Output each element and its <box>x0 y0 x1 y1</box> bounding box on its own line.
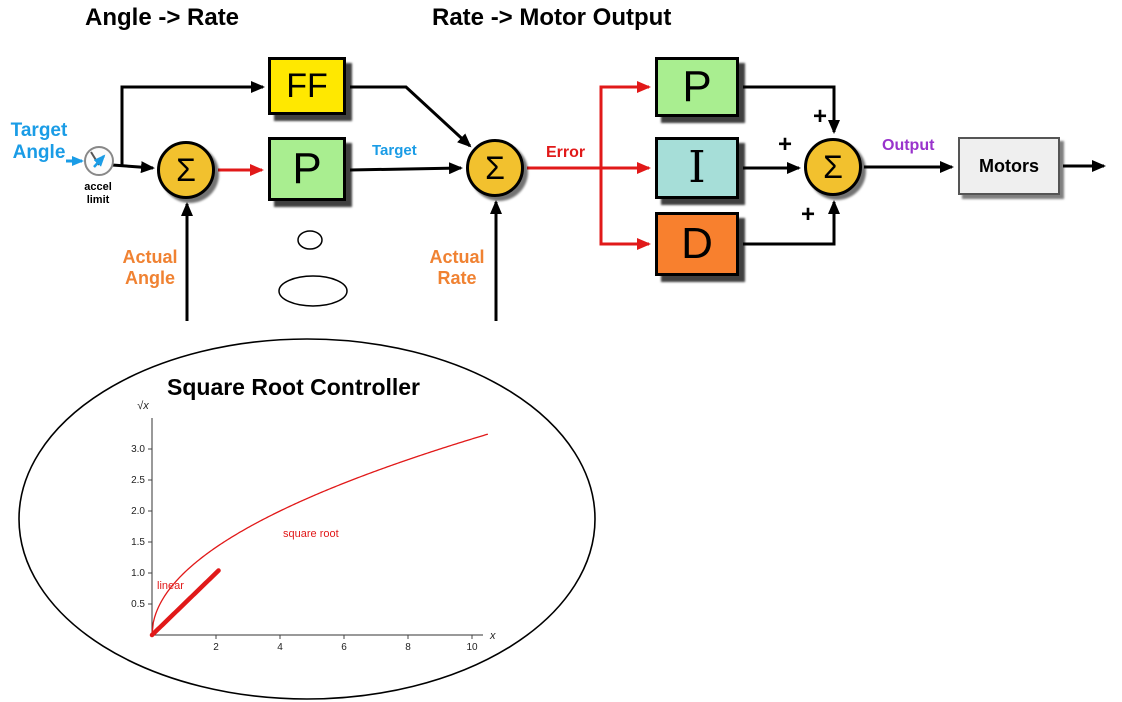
svg-text:1.0: 1.0 <box>131 568 145 579</box>
connector-ff-to-sum2 <box>350 85 472 148</box>
connector-gauge-to-sum1 <box>111 161 155 174</box>
svg-text:0.5: 0.5 <box>131 599 145 610</box>
thought-bubble-small-ellipse <box>297 230 323 250</box>
sigma-symbol: Σ <box>823 148 843 185</box>
plot-curves-and-ticks: 2 4 6 8 10 0.5 1.0 1.5 2.0 2.5 3.0 <box>131 433 489 653</box>
block-p-rate-label: P <box>682 62 712 111</box>
connector-d-rate-to-sum3 <box>743 200 840 246</box>
svg-text:2.0: 2.0 <box>131 506 145 517</box>
sum-junction-rate: Σ <box>466 139 524 197</box>
label-error: Error <box>546 144 586 161</box>
plot-title: Square Root Controller <box>167 374 421 400</box>
connector-p-angle-to-sum2 <box>349 162 463 175</box>
block-d-rate-label: D <box>681 219 713 268</box>
connector-error-to-d-rate <box>599 168 651 250</box>
label-output: Output <box>882 137 935 154</box>
block-motors-label: Motors <box>979 155 1039 176</box>
svg-text:2: 2 <box>213 642 219 653</box>
svg-text:8: 8 <box>405 642 411 653</box>
connector-error-to-p-rate <box>599 81 651 168</box>
black-connectors <box>111 81 1106 321</box>
svg-text:2.5: 2.5 <box>131 475 145 486</box>
label-accel-limit: accel limit <box>84 181 112 206</box>
series-label-linear: linear <box>157 580 184 592</box>
series-label-square-root: square root <box>283 528 339 540</box>
section-title-rate-motor-output: Rate -> Motor Output <box>432 4 672 31</box>
red-connectors <box>218 81 651 250</box>
svg-text:6: 6 <box>341 642 347 653</box>
block-p-angle: P <box>268 137 346 201</box>
block-motors: Motors <box>958 137 1060 195</box>
thought-bubble-medium-ellipse <box>278 275 348 307</box>
connector-branch-to-ff <box>120 81 265 166</box>
plot-y-axis-label: √x <box>137 400 149 412</box>
plus-sign-top: + <box>813 103 828 130</box>
sigma-symbol: Σ <box>485 149 505 186</box>
block-i-rate: I <box>655 137 739 199</box>
block-ff: FF <box>268 57 346 115</box>
label-actual-rate: Actual Rate <box>429 247 485 289</box>
plus-sign-left: + <box>778 131 793 158</box>
connector-p-rate-to-sum3 <box>743 85 840 134</box>
callout-ellipse <box>18 338 596 700</box>
svg-text:1.5: 1.5 <box>131 537 145 548</box>
block-d-rate: D <box>655 212 739 276</box>
block-i-rate-label: I <box>688 142 706 193</box>
block-p-rate: P <box>655 57 739 117</box>
plus-sign-bottom: + <box>801 201 816 228</box>
sigma-symbol: Σ <box>176 151 196 188</box>
label-actual-angle: Actual Angle <box>122 247 178 289</box>
plot-x-axis-label: x <box>489 630 496 642</box>
gauge-needle-blue-arrow <box>93 154 106 168</box>
sum-junction-angle: Σ <box>157 141 215 199</box>
label-target: Target <box>372 142 417 159</box>
section-title-angle-rate: Angle -> Rate <box>85 4 240 31</box>
svg-text:4: 4 <box>277 642 283 653</box>
svg-text:10: 10 <box>466 642 478 653</box>
accel-limit-gauge-icon <box>84 146 114 176</box>
sum-junction-pid: Σ <box>804 138 862 196</box>
svg-text:3.0: 3.0 <box>131 444 145 455</box>
block-ff-label: FF <box>286 67 328 105</box>
block-p-angle-label: P <box>292 144 322 193</box>
label-target-angle: Target Angle <box>10 120 68 164</box>
